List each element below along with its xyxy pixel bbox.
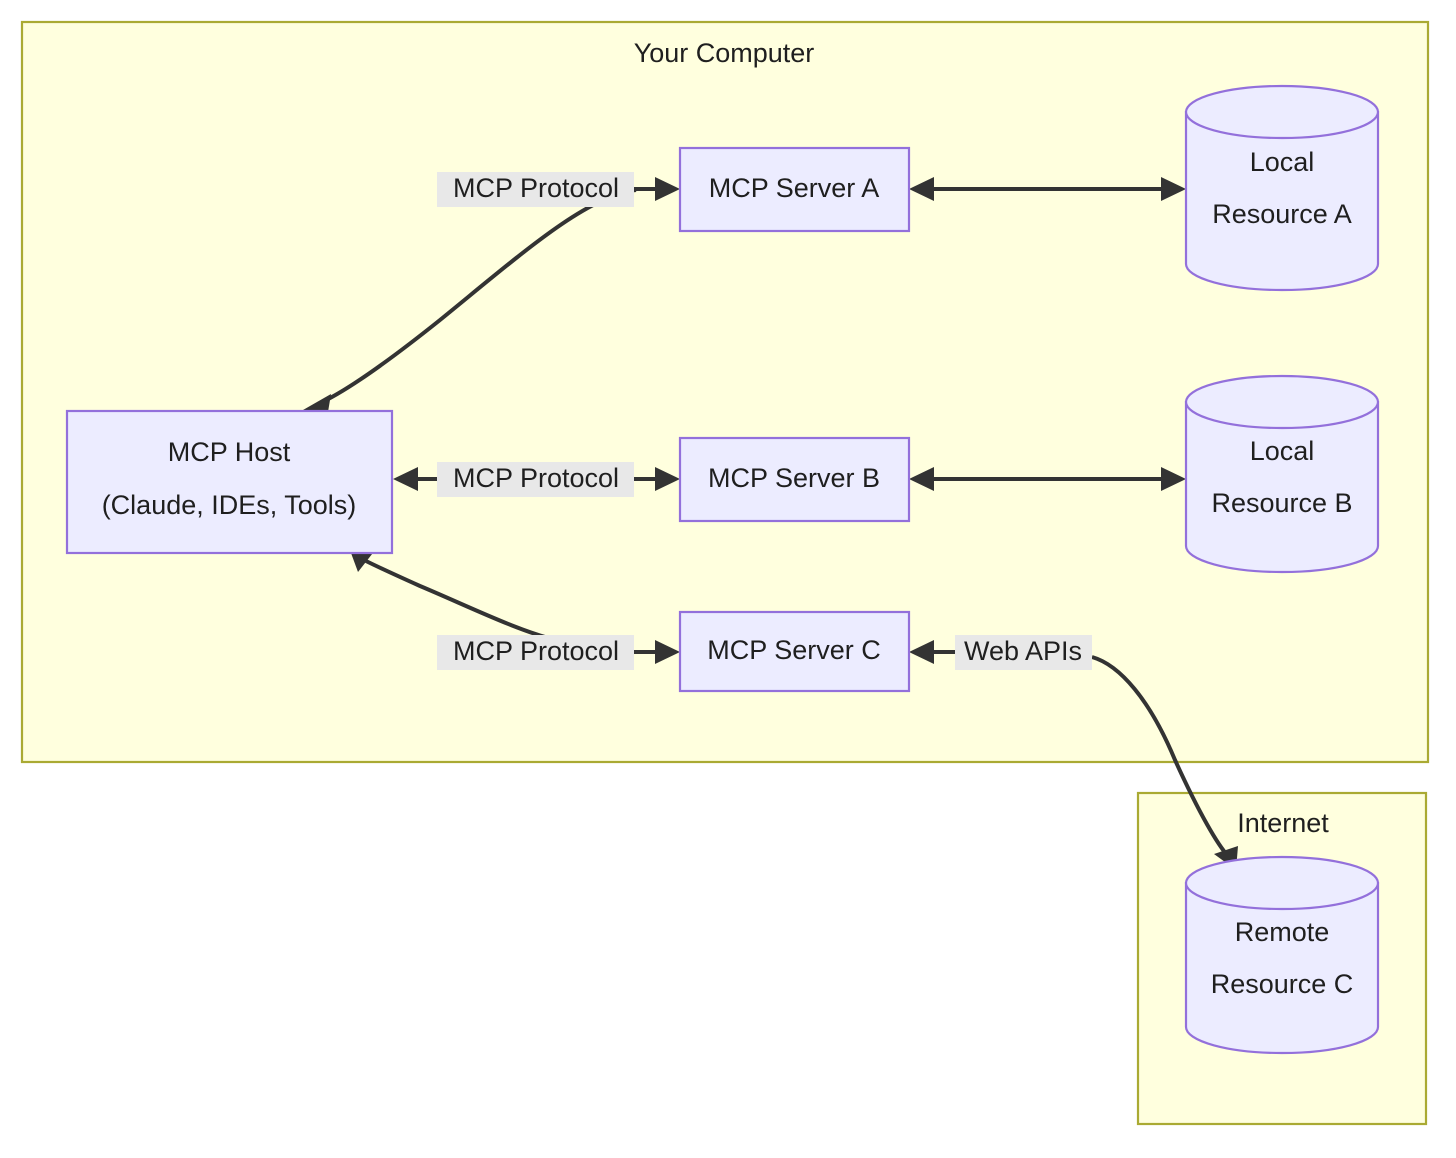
edge-server-c-remote-curve	[1091, 655, 1230, 858]
node-remote-resource-c-label-line2: Resource C	[1211, 969, 1354, 999]
node-mcp-host-label-line2: (Claude, IDEs, Tools)	[102, 490, 357, 520]
node-mcp-host-label-line1: MCP Host	[168, 437, 291, 467]
edge-protocol-c-connector	[634, 640, 680, 664]
edge-protocol-a-arrowhead	[655, 177, 680, 201]
edge-server-b-local-b-arrowhead-right	[1161, 467, 1186, 491]
edge-host-server-b-arrowhead-left	[393, 467, 418, 491]
cluster-your-computer-title: Your Computer	[634, 38, 815, 68]
node-remote-resource-c[interactable]: Remote Resource C	[1184, 855, 1380, 1055]
node-mcp-server-b-rect[interactable]	[678, 436, 911, 523]
node-local-resource-a-top	[1184, 84, 1380, 140]
node-mcp-host-rect[interactable]	[65, 409, 394, 555]
node-local-resource-b-body[interactable]	[1184, 400, 1380, 574]
node-mcp-server-a-label: MCP Server A	[709, 173, 880, 203]
node-remote-resource-c-body[interactable]	[1184, 881, 1380, 1055]
edge-host-server-c-path	[351, 549, 561, 643]
edge-server-b-local-b-arrowhead-left	[909, 467, 934, 491]
edge-server-a-local-a-path	[909, 177, 1186, 201]
edge-label-host-server-b-bg	[437, 462, 634, 497]
cluster-internet-title: Internet	[1237, 808, 1329, 838]
node-local-resource-b-label-line2: Resource B	[1211, 488, 1352, 518]
node-local-resource-a-label-line2: Resource A	[1212, 199, 1352, 229]
edge-label-host-server-a: MCP Protocol	[437, 172, 634, 207]
node-local-resource-b-top	[1184, 374, 1380, 430]
node-mcp-server-a-rect[interactable]	[678, 146, 911, 233]
edge-protocol-c-arrowhead	[655, 640, 680, 664]
edge-label-server-c-remote-text: Web APIs	[964, 636, 1082, 666]
edge-webapis-server-c-connector	[909, 640, 958, 664]
node-mcp-server-c[interactable]: MCP Server C	[678, 610, 911, 693]
node-local-resource-a[interactable]: Local Resource A	[1184, 84, 1380, 292]
edge-host-server-b-arrowhead-right	[655, 467, 680, 491]
edge-server-a-local-a-arrowhead-right	[1161, 177, 1186, 201]
edge-label-host-server-b: MCP Protocol	[437, 462, 634, 497]
node-local-resource-b-label-line1: Local	[1250, 436, 1315, 466]
edge-protocol-a-connector	[634, 177, 680, 201]
edge-host-server-c-curve	[365, 559, 561, 643]
edge-label-host-server-a-text: MCP Protocol	[453, 173, 619, 203]
node-local-resource-a-label-line1: Local	[1250, 147, 1315, 177]
edge-label-host-server-b-text: MCP Protocol	[453, 463, 619, 493]
edge-label-host-server-a-bg	[437, 172, 634, 207]
node-remote-resource-c-top	[1184, 855, 1380, 911]
node-mcp-server-a[interactable]: MCP Server A	[678, 146, 911, 233]
node-mcp-server-b-label: MCP Server B	[708, 463, 880, 493]
edge-server-a-local-a-arrowhead-left	[909, 177, 934, 201]
edge-label-host-server-c-bg	[437, 635, 634, 670]
edge-label-server-c-remote-bg	[955, 635, 1092, 670]
node-remote-resource-c-label-line1: Remote	[1235, 917, 1330, 947]
node-local-resource-b[interactable]: Local Resource B	[1184, 374, 1380, 574]
edge-host-server-b-path	[393, 467, 680, 491]
edge-server-b-local-b-path	[909, 467, 1186, 491]
edge-label-server-c-remote: Web APIs	[955, 635, 1092, 670]
edge-webapis-server-c-arrowhead	[909, 640, 934, 664]
edge-label-host-server-c-text: MCP Protocol	[453, 636, 619, 666]
edge-host-server-c-arrowhead	[351, 549, 376, 572]
node-local-resource-a-body[interactable]	[1184, 110, 1380, 292]
node-mcp-server-c-rect[interactable]	[678, 610, 911, 693]
node-mcp-server-b[interactable]: MCP Server B	[678, 436, 911, 523]
node-mcp-server-c-label: MCP Server C	[707, 635, 881, 665]
node-mcp-host[interactable]: MCP Host (Claude, IDEs, Tools)	[65, 409, 394, 555]
edge-label-host-server-c: MCP Protocol	[437, 635, 634, 670]
